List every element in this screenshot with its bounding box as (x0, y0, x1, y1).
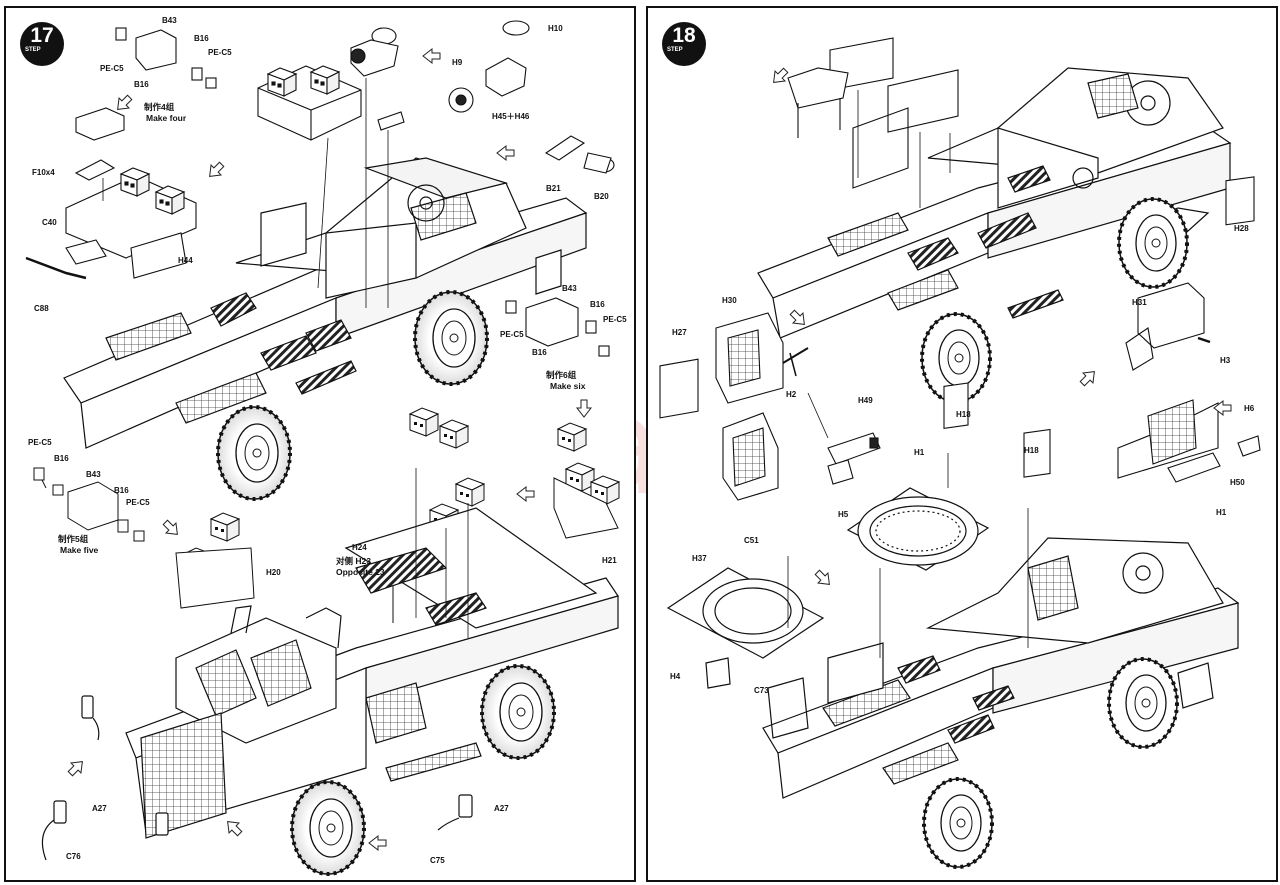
label-h20: H20 (266, 568, 281, 577)
label-h21: H21 (602, 556, 617, 565)
label-pe-c5: PE-C5 (28, 438, 52, 447)
note-make-four-cn: 制作4组 (144, 102, 175, 112)
label-h50: H50 (1230, 478, 1245, 487)
label-a27: A27 (494, 804, 509, 813)
note-make-five-en: Make five (60, 545, 99, 555)
label-pe-c5: PE-C5 (603, 315, 627, 324)
upper-parts (659, 37, 1261, 501)
label-h27: H27 (672, 328, 687, 337)
label-h18: H18 (1024, 446, 1039, 455)
label-b21: B21 (546, 184, 561, 193)
label-c76: C76 (66, 852, 81, 861)
note-opposite-en: Opposite 23 (336, 567, 385, 577)
label-h18: H18 (956, 410, 971, 419)
label-f10x4: F10x4 (32, 168, 55, 177)
label-c88: C88 (34, 304, 49, 313)
lower-vehicle (762, 537, 1240, 799)
leader-lines (102, 78, 469, 638)
ring-parts (666, 487, 990, 689)
mirror-parts (41, 695, 473, 861)
note-make-five-cn: 制作5组 (58, 534, 89, 544)
label-h4: H4 (670, 672, 681, 681)
lower-vehicle (125, 507, 619, 839)
label-h3: H3 (1220, 356, 1231, 365)
label-h5: H5 (838, 510, 849, 519)
step-17-drawing (20, 20, 620, 876)
label-b16: B16 (134, 80, 149, 89)
label-h1: H1 (914, 448, 925, 457)
label-c51: C51 (744, 536, 759, 545)
step-17-number: 17 (30, 24, 54, 47)
label-h6: H6 (1244, 404, 1255, 413)
label-h2: H2 (786, 390, 797, 399)
step-18-circle (662, 22, 706, 66)
label-h37: H37 (692, 554, 707, 563)
label-h31: H31 (1132, 298, 1147, 307)
note-make-six-en: Make six (550, 381, 586, 391)
label-b43: B43 (86, 470, 101, 479)
label-h30: H30 (722, 296, 737, 305)
upper-parts (25, 20, 615, 357)
lower-front-tire (290, 780, 366, 876)
label-h44: H44 (178, 256, 193, 265)
upper-front-tire (413, 290, 489, 386)
leader-lines (787, 90, 1029, 658)
label-b16: B16 (532, 348, 547, 357)
step-18-panel: 18 STEP H27 H30 H2 H49 H1 H5 H18 H18 H28… (646, 6, 1278, 882)
note-opposite-cn: 对侧 H23 (336, 556, 371, 566)
label-h24: H24 (352, 543, 367, 552)
upper-rear-tire (216, 405, 292, 501)
label-c75: C75 (430, 856, 445, 865)
step-18-number: 18 (672, 24, 696, 47)
label-a27: A27 (92, 804, 107, 813)
step-17-badge: 17 STEP (22, 21, 62, 67)
label-c73: C73 (754, 686, 769, 695)
upper-front-tire (1117, 197, 1189, 289)
lower-front-tire (1107, 657, 1179, 749)
label-h1: H1 (1216, 508, 1227, 517)
step-18-word: STEP (667, 47, 683, 53)
step-18-badge: 18 STEP (664, 21, 704, 67)
label-h9: H9 (452, 58, 463, 67)
label-pe-c5: PE-C5 (208, 48, 232, 57)
note-make-six-cn: 制作6组 (546, 370, 577, 380)
label-b16: B16 (590, 300, 605, 309)
note-make-four-en: Make four (146, 113, 187, 123)
label-pe-c5: PE-C5 (100, 64, 124, 73)
step-18-drawing (659, 22, 1261, 869)
label-c40: C40 (42, 218, 57, 227)
lower-rear-tire (922, 777, 994, 869)
label-pe-c5: PE-C5 (500, 330, 524, 339)
label-h10: H10 (548, 24, 563, 33)
upper-vehicle (63, 157, 588, 449)
label-h28: H28 (1234, 224, 1249, 233)
step-17-word: STEP (25, 47, 41, 53)
label-b16: B16 (194, 34, 209, 43)
upper-vehicle (757, 67, 1232, 339)
label-pe-c5: PE-C5 (126, 498, 150, 507)
label-b43: B43 (162, 16, 177, 25)
label-b16: B16 (114, 486, 129, 495)
step-17-panel: 17 STEP PE-C5 B43 B16 B16 PE-C5 H10 H9 H… (4, 6, 636, 882)
label-h49: H49 (858, 396, 873, 405)
label-h45-h46: H45＋H46 (492, 112, 530, 121)
label-b16: B16 (54, 454, 69, 463)
lower-rear-tire (480, 664, 556, 760)
label-b20: B20 (594, 192, 609, 201)
step-17-circle (20, 22, 64, 66)
label-b43: B43 (562, 284, 577, 293)
